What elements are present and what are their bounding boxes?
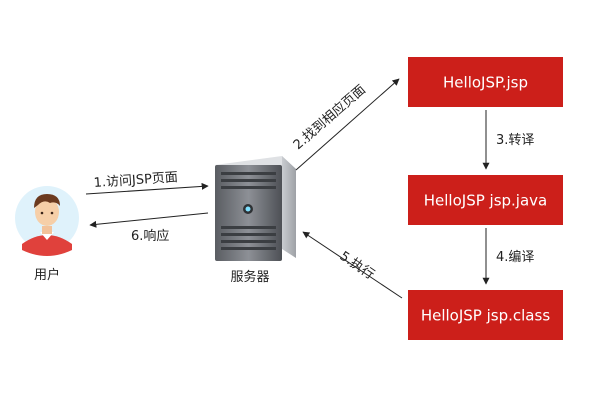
step-1-label: 1.访问JSP页面 [93,170,178,191]
step-2-label: 2.找到相应页面 [290,82,369,153]
step-3-label: 3.转译 [496,133,534,148]
arrow-response [89,212,209,228]
user-label: 用户 [34,267,60,283]
arrow-find-page [295,78,400,171]
step-4-label: 4.编译 [496,250,534,265]
server-label: 服务器 [230,269,269,285]
step-6-label: 6.响应 [131,228,169,244]
user-avatar-icon [15,186,79,256]
file-box-jsp: HelloJSP.jsp [408,57,563,107]
step-5-label: 5.执行 [337,249,377,283]
file-box-class-label: HelloJSP jsp.class [421,307,550,325]
file-box-java: HelloJSP jsp.java [408,175,563,225]
arrow-execute [302,231,403,299]
file-box-jsp-label: HelloJSP.jsp [443,74,528,92]
file-box-class: HelloJSP jsp.class [408,290,563,340]
server-tower-icon [215,156,296,261]
file-box-java-label: HelloJSP jsp.java [424,192,547,210]
arrow-request [85,182,209,195]
